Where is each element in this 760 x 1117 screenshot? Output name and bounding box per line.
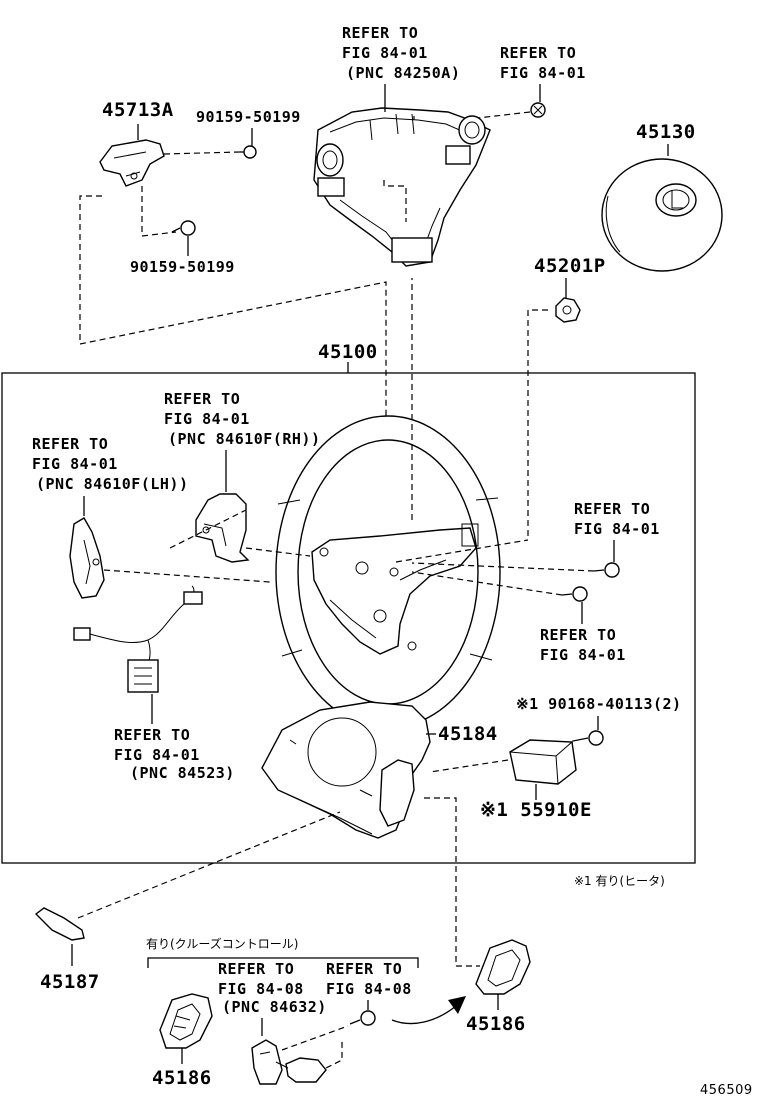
paddle-lh (69, 517, 105, 599)
part-55910E: ※1 55910E (480, 799, 592, 821)
part-90159-b: 90159-50199 (130, 258, 235, 276)
ref-harness-2: FIG 84-01 (114, 746, 200, 764)
nut-45201P (555, 297, 581, 323)
ref-cruise1-2: FIG 84-08 (218, 980, 304, 998)
dash-90159-a (163, 151, 241, 155)
dash-55910E (429, 759, 509, 773)
ref-right-screw1-2: FIG 84-01 (574, 520, 660, 538)
dash-45186-r (424, 797, 480, 967)
dash-switch-1 (383, 180, 407, 222)
part-45187: 45187 (40, 971, 100, 993)
ref-lh-paddle-2: FIG 84-01 (32, 455, 118, 473)
part-45201P: 45201P (534, 255, 606, 277)
cover-45186-left (159, 993, 213, 1049)
airbag-45130 (601, 158, 723, 272)
part-45100: 45100 (318, 341, 378, 363)
spoke-cover-switches (313, 107, 491, 267)
dash-rh-paddle (245, 547, 311, 557)
cruise-switch (251, 1039, 327, 1085)
part-90159-a: 90159-50199 (196, 108, 301, 126)
footnote: ※1 有り(ヒータ) (574, 874, 665, 888)
dash-90168 (567, 739, 579, 743)
ref-harness-1: REFER TO (114, 726, 190, 744)
screw-90159-a (240, 145, 257, 159)
ref-lh-paddle-3: (PNC 84610F(LH)) (36, 475, 189, 493)
ref-right-screw2-1: REFER TO (540, 626, 616, 644)
ref-top-right-1: REFER TO (500, 44, 576, 62)
ref-rh-paddle-2: FIG 84-01 (164, 410, 250, 428)
dash-wheel-nut (395, 539, 529, 563)
ref-top-center-1: REFER TO (342, 24, 418, 42)
part-45130: 45130 (636, 121, 696, 143)
ref-cruise2-1: REFER TO (326, 960, 402, 978)
dash-90159-b (141, 186, 177, 237)
ref-rh-paddle-1: REFER TO (164, 390, 240, 408)
ref-right-screw1-1: REFER TO (574, 500, 650, 518)
part-90168: ※1 90168-40113(2) (516, 695, 682, 713)
steering-wheel (275, 415, 501, 729)
paddle-rh (195, 493, 250, 563)
module-55910E (509, 739, 577, 785)
dash-right-screw2 (411, 571, 563, 596)
ref-cruise1-3: (PNC 84632) (222, 998, 327, 1016)
ref-top-right-2: FIG 84-01 (500, 64, 586, 82)
wire-harness (73, 585, 203, 693)
arrow-icon (391, 996, 466, 1025)
dash-right-screw1 (411, 562, 595, 572)
ref-top-center-2: FIG 84-01 (342, 44, 428, 62)
cover-45186-right (475, 939, 531, 995)
ref-harness-3: (PNC 84523) (130, 764, 235, 782)
screw-right-2 (561, 586, 588, 602)
bracket-45713A (99, 139, 165, 187)
dash-lh-paddle (103, 509, 271, 583)
ref-right-screw2-2: FIG 84-01 (540, 646, 626, 664)
ref-cruise2-2: FIG 84-08 (326, 980, 412, 998)
dash-bracket-to-wheel (79, 195, 387, 520)
ref-top-center-3: (PNC 84250A) (346, 64, 460, 82)
ref-lh-paddle-1: REFER TO (32, 435, 108, 453)
part-45186-l: 45186 (152, 1067, 212, 1089)
part-45184: 45184 (438, 723, 498, 745)
screw-right-1 (593, 562, 620, 578)
dash-top-screw (477, 111, 531, 119)
trim-45187 (34, 907, 85, 941)
dash-45187 (77, 811, 341, 919)
dash-cruise (281, 1025, 349, 1069)
dash-45201P (527, 309, 548, 540)
screw-90159-b (171, 220, 196, 236)
screw-90168 (577, 730, 604, 746)
screw-top-right (530, 102, 546, 118)
cruise-group-bracket (147, 957, 419, 968)
ref-cruise1-1: REFER TO (218, 960, 294, 978)
cruise-group-label: 有り(クルーズコントロール) (146, 936, 298, 951)
part-45713A: 45713A (102, 99, 174, 121)
lower-cover-45184 (261, 701, 431, 839)
figure-number: 456509 (700, 1083, 753, 1098)
ref-rh-paddle-3: (PNC 84610F(RH)) (168, 430, 321, 448)
part-45186-r: 45186 (466, 1013, 526, 1035)
screw-cruise (349, 1010, 376, 1026)
